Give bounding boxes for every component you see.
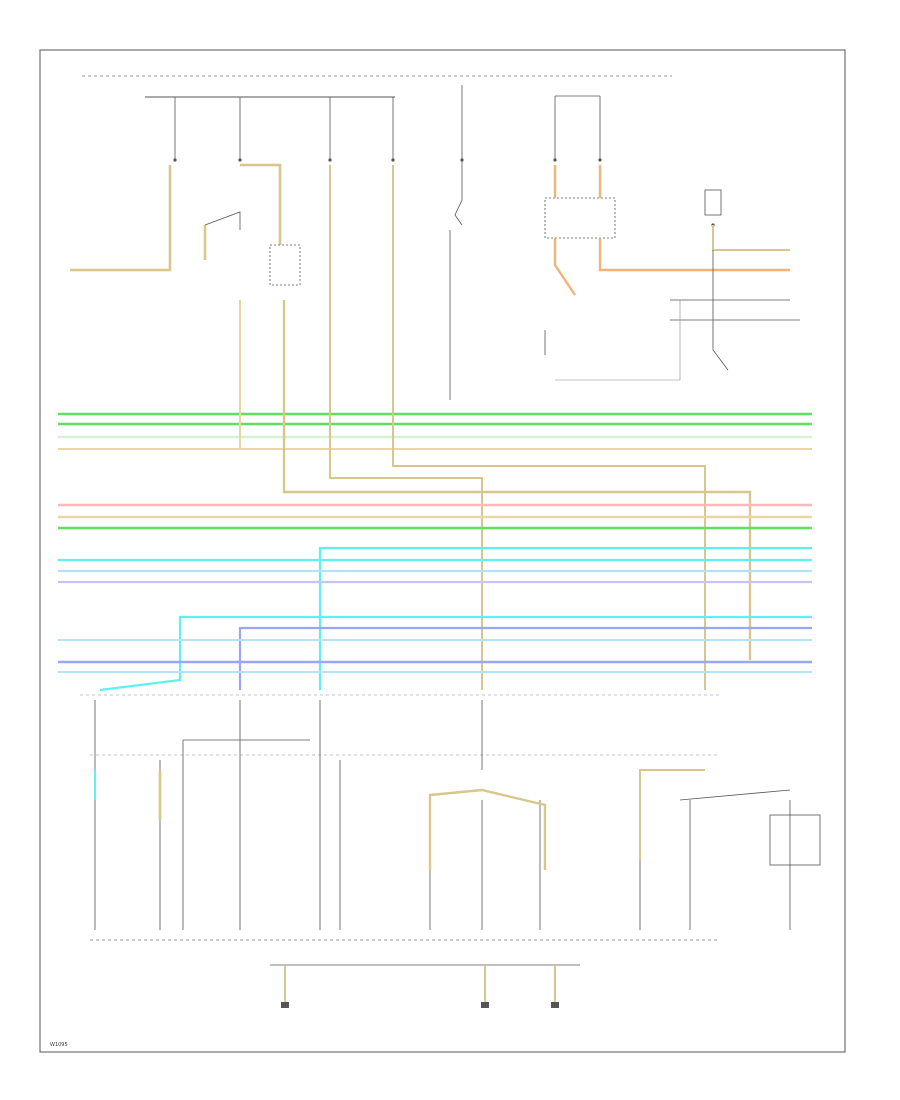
module-box-right	[544, 197, 616, 239]
tan-feed-wire	[70, 165, 172, 272]
ground-drops	[281, 965, 559, 1008]
connector-markers	[173, 158, 715, 227]
orange-wire	[598, 238, 790, 272]
diagram-frame	[39, 49, 846, 1053]
harness-group-2	[58, 503, 812, 530]
fuse-drops	[174, 85, 601, 400]
harness-group-1	[58, 412, 812, 450]
harness-group-3	[58, 546, 812, 690]
relay-box-left	[269, 244, 301, 286]
harness-verticals	[239, 165, 752, 690]
lower-connectors	[94, 700, 791, 930]
harness-group-4	[58, 615, 812, 692]
tan-relay-wire	[240, 163, 282, 245]
figure-code: W1095	[50, 1042, 68, 1048]
